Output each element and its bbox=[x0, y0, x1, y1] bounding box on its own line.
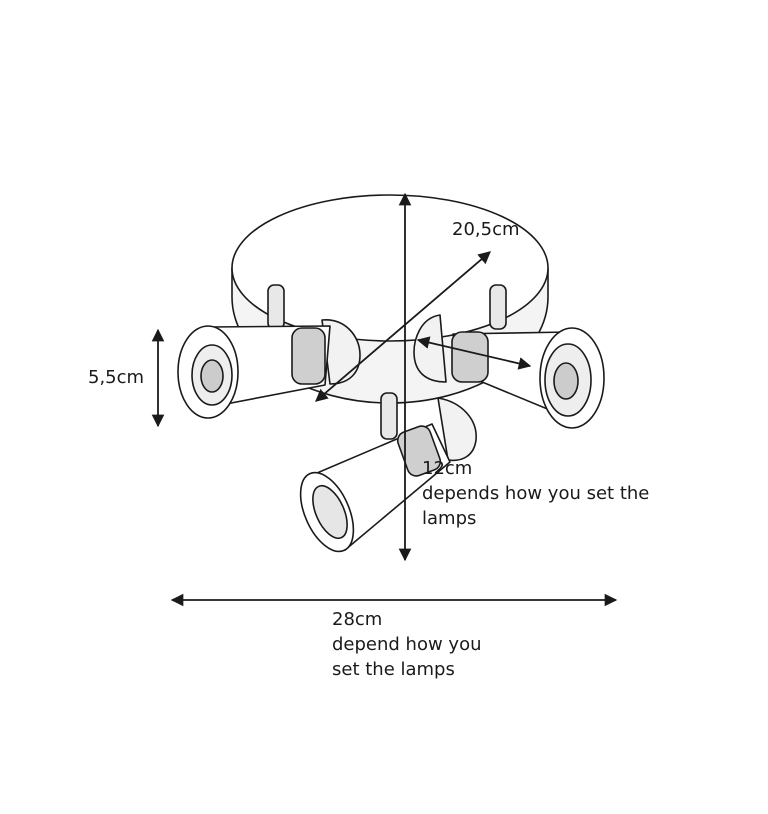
depth-label: 12cm depends how you set the lamps bbox=[422, 456, 649, 531]
bottom-spotlight bbox=[299, 392, 477, 553]
arm-arrow bbox=[416, 336, 532, 370]
width-label-line: 28cm bbox=[332, 609, 383, 630]
depth-label-line: lamps bbox=[422, 508, 477, 529]
height-label: 5,5cm bbox=[88, 367, 145, 388]
width-label: 28cm depend how you set the lamps bbox=[332, 607, 482, 682]
width-label-line: set the lamps bbox=[332, 659, 455, 680]
diameter-label: 20,5cm bbox=[452, 219, 520, 240]
depth-label-line: depends how you set the bbox=[422, 483, 650, 504]
depth-label-line: 12cm bbox=[422, 458, 473, 479]
width-label-line: depend how you bbox=[332, 634, 482, 655]
